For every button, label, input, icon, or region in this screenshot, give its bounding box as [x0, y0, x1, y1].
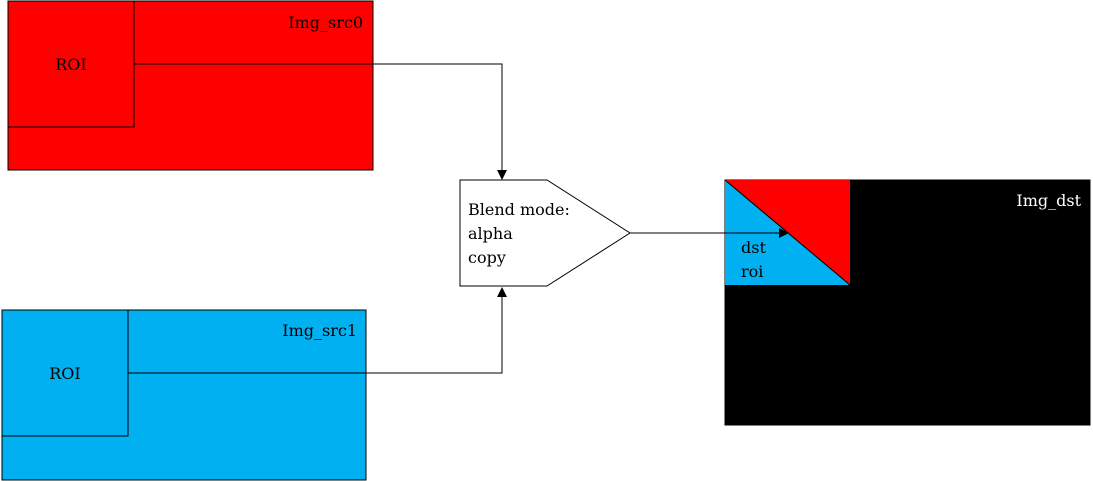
- connector-src0-to-blend: [134, 63, 507, 180]
- blend-node-line-3: copy: [468, 248, 506, 267]
- img-src1-label: Img_src1: [282, 321, 357, 340]
- blend-node-line-1: Blend mode:: [468, 200, 570, 219]
- img-src0-roi: [7, 0, 135, 128]
- img-src1: ROI Img_src1: [1, 309, 367, 481]
- img-dst-roi-line-2: roi: [741, 262, 763, 281]
- blend-node-shape: [459, 179, 631, 287]
- img-dst-roi-line-1: dst: [741, 238, 766, 257]
- img-src1-roi-label: ROI: [49, 364, 80, 383]
- img-src0-label: Img_src0: [288, 13, 363, 32]
- blend-node: Blend mode: alpha copy: [459, 179, 631, 287]
- connector-src1-to-blend: [128, 287, 507, 374]
- img-src1-roi: [1, 309, 129, 437]
- img-src0-roi-label: ROI: [55, 55, 86, 74]
- blend-node-line-2: alpha: [468, 224, 513, 243]
- img-dst: Img_dst dst roi: [724, 179, 1091, 426]
- img-dst-label: Img_dst: [1016, 191, 1081, 210]
- img-src0: ROI Img_src0: [7, 0, 374, 171]
